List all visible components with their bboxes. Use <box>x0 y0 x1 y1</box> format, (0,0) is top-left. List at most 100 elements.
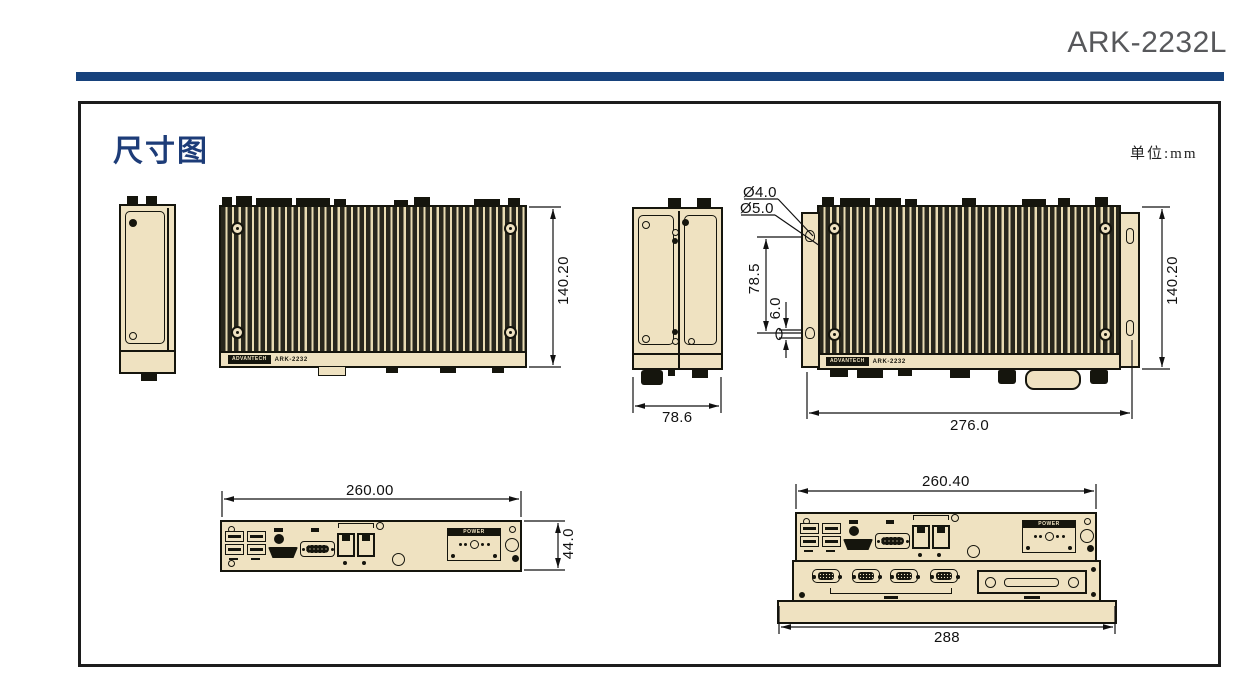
hdmi-port <box>843 539 873 550</box>
connector-nub <box>394 200 408 205</box>
screw-hole-icon <box>1099 328 1112 341</box>
screw-icon <box>918 553 922 557</box>
rear-view-2u-bottom <box>792 560 1101 602</box>
connector-nub <box>668 370 675 376</box>
slot-screw <box>1068 577 1079 588</box>
connector-nub <box>875 198 901 205</box>
expansion-slot <box>977 570 1087 594</box>
hdmi-port <box>268 547 298 558</box>
section-heading: 尺寸图 <box>113 135 209 168</box>
dimension-label-hole-pitch: 78.5 <box>746 263 763 295</box>
screw-icon <box>493 554 497 558</box>
screw-icon <box>129 332 137 340</box>
vga-pins <box>306 545 329 553</box>
dimension-label-rear1-height: 44.0 <box>560 528 577 560</box>
connector-nub <box>830 369 848 377</box>
screw-icon <box>672 338 679 345</box>
model-label: ARK-2232 <box>274 356 308 363</box>
connector-nub <box>414 197 430 205</box>
connector-nub <box>311 528 319 532</box>
brand-logo: ADVANTECH <box>228 355 271 364</box>
mount-base-plate <box>777 600 1117 624</box>
slot-screw <box>985 577 996 588</box>
vga-screw <box>331 548 334 551</box>
unit-label: 单位:mm <box>1130 146 1198 162</box>
usb-logo-icon <box>826 550 835 552</box>
lan-port <box>357 533 375 557</box>
db9-screw <box>812 575 816 579</box>
side-cover-panel <box>125 211 165 344</box>
screw-icon <box>451 554 455 558</box>
mount-slot <box>1126 320 1134 336</box>
com-group-label-mark <box>884 596 898 599</box>
com-group-bracket <box>830 588 952 594</box>
dimension-label-hole-offset: 6.0 <box>767 297 784 320</box>
screw-icon <box>642 221 650 229</box>
connector-nub <box>1095 197 1108 205</box>
connector-nub <box>1058 198 1070 205</box>
connector-nub <box>857 369 883 378</box>
screw-icon <box>672 229 679 236</box>
panel-seam <box>121 350 174 352</box>
connector-nub <box>1022 199 1046 205</box>
dimension-label-hole-dia-inner: Ø4.0 <box>743 184 777 201</box>
heatsink-fins <box>819 207 1119 355</box>
dimension-diagram-panel <box>78 101 1221 667</box>
vga-port <box>300 541 335 557</box>
screw-icon <box>672 238 678 244</box>
screw-hole-icon <box>504 326 517 339</box>
antenna-hole <box>392 553 405 566</box>
slot-label-mark <box>1024 596 1040 599</box>
rubber-foot <box>1090 370 1108 384</box>
connector-nub <box>296 198 330 205</box>
usb-port <box>247 531 266 542</box>
serial-port-com <box>890 569 920 583</box>
connector-nub <box>318 366 346 376</box>
usb-logo-icon <box>804 550 813 552</box>
connector-nub <box>474 199 500 205</box>
screw-icon <box>376 522 384 530</box>
usb-port <box>822 523 841 534</box>
screw-icon <box>682 219 689 226</box>
usb-logo-icon <box>251 558 260 560</box>
serial-port-com <box>812 569 842 583</box>
db9-screw <box>890 575 894 579</box>
screw-icon <box>129 219 137 227</box>
panel-seam <box>678 211 680 368</box>
antenna-connector-nub <box>697 198 711 207</box>
mount-keyhole <box>805 327 815 339</box>
antenna-hole <box>967 545 980 558</box>
slot-opening <box>1004 578 1059 587</box>
usb-port <box>225 531 244 542</box>
rubber-foot <box>998 370 1016 384</box>
screw-hole-icon <box>828 222 841 235</box>
screw-icon <box>1026 546 1030 550</box>
connector-nub <box>141 374 157 381</box>
dimension-label-top-view-height: 140.20 <box>555 256 572 305</box>
connector-nub <box>822 197 834 205</box>
screw-icon <box>642 335 650 343</box>
screw-icon <box>799 592 805 598</box>
db9-screw <box>930 575 934 579</box>
connector-nub <box>508 198 520 205</box>
vga-pins <box>881 537 904 545</box>
rear-view-1u: POWER <box>220 520 522 572</box>
screw-hole-icon <box>828 328 841 341</box>
power-label: POWER <box>1023 521 1075 528</box>
connector-nub <box>386 366 398 373</box>
usb-port <box>225 544 244 555</box>
power-led <box>1087 545 1094 552</box>
screw-icon <box>688 338 695 345</box>
lan-bracket <box>338 523 374 528</box>
connector-nub <box>334 199 346 205</box>
lan-port <box>932 525 950 549</box>
front-bezel: ADVANTECH ARK-2232 <box>819 353 1119 368</box>
corner-screw-icon <box>1084 518 1091 525</box>
header-accent-bar <box>76 72 1224 81</box>
antenna-connector-nub <box>127 196 138 205</box>
connector-nub <box>492 366 504 373</box>
mount-flange-right <box>1119 212 1140 368</box>
connector-nub <box>256 198 292 205</box>
connector-nub <box>849 520 858 524</box>
